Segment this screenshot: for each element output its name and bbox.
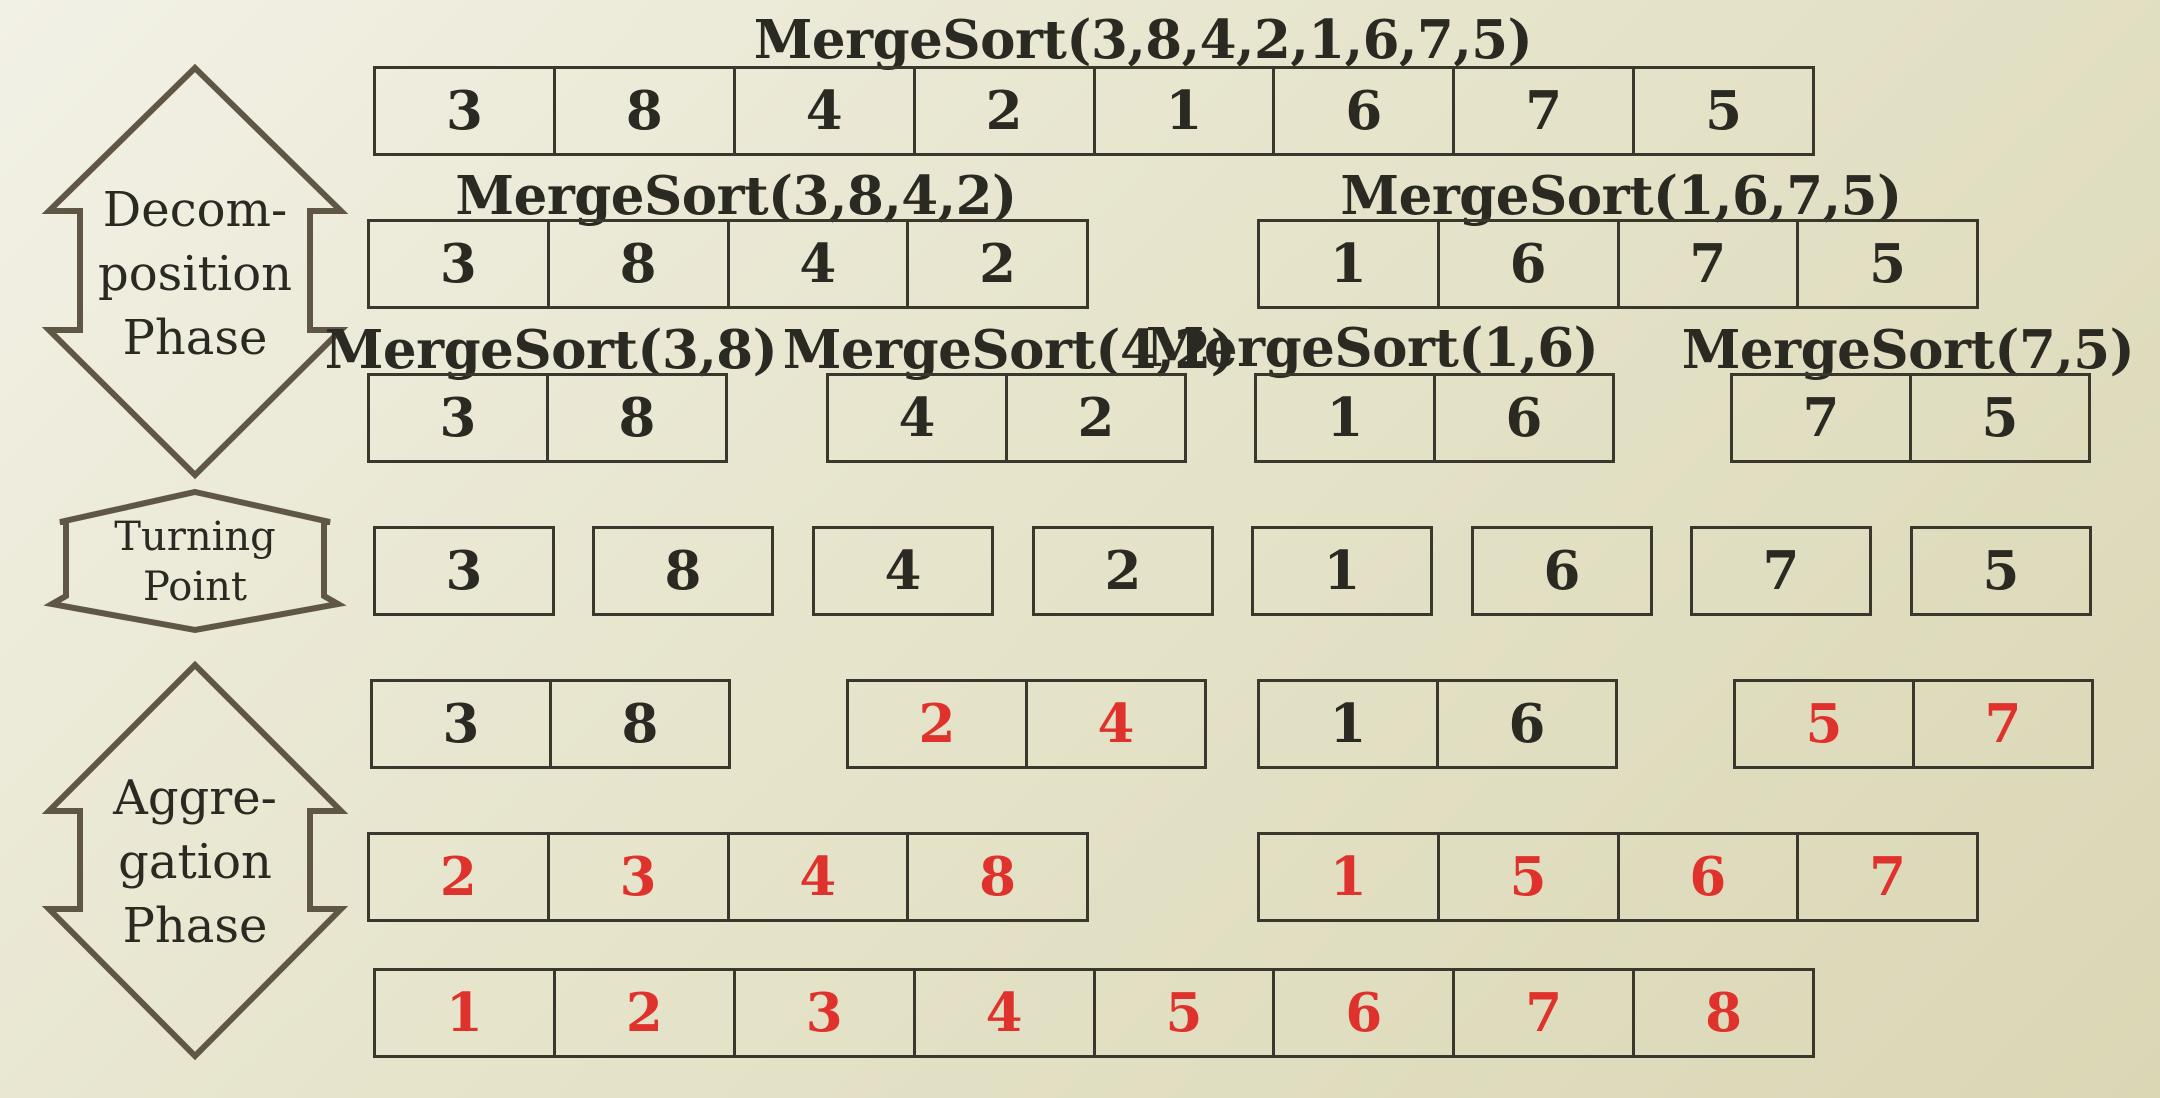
array-cell: 2	[849, 682, 1028, 766]
single-cell: 1	[1251, 526, 1433, 616]
array-cell: 7	[1455, 971, 1636, 1055]
left-half-call-label: MergeSort(3,8,4,2)	[455, 165, 1017, 227]
aggregation-phase-label: Aggre- gation Phase	[113, 770, 277, 954]
q1-array: 3 8	[367, 373, 728, 463]
array-cell: 8	[550, 222, 730, 306]
single-cell: 5	[1910, 526, 2092, 616]
root-array: 3 8 4 2 1 6 7 5	[373, 66, 1815, 156]
array-cell: 5	[1736, 682, 1915, 766]
array-cell: 3	[370, 222, 550, 306]
array-cell: 2	[556, 971, 736, 1055]
array-cell: 7	[1455, 69, 1636, 153]
array-cell: 5	[1869, 233, 1907, 295]
array-cell: 5	[1440, 835, 1620, 919]
array-cell: 6	[1508, 693, 1546, 755]
array-cell: 1	[1260, 682, 1439, 766]
left-half-array: 3 8 4 2	[367, 219, 1089, 309]
decomposition-phase-label: Decom- position Phase	[97, 182, 293, 366]
merge-pair-array: 3 8	[370, 679, 731, 769]
array-cell: 8	[621, 693, 659, 755]
array-cell: 4	[730, 835, 910, 919]
q2-call-label: MergeSort(4,2)	[782, 319, 1236, 381]
single-cell: 8	[592, 526, 774, 616]
array-cell: 2	[916, 69, 1096, 153]
merge-half-array: 2 3 4 8	[367, 832, 1089, 922]
root-call-label: MergeSort(3,8,4,2,1,6,7,5)	[753, 9, 1533, 71]
array-cell: 1	[376, 971, 556, 1055]
array-cell: 7	[1733, 376, 1912, 460]
array-cell: 2	[1077, 387, 1115, 449]
array-cell: 6	[1275, 69, 1456, 153]
array-cell: 6	[1275, 971, 1456, 1055]
array-cell: 3	[376, 69, 556, 153]
array-cell: 4	[730, 222, 910, 306]
single-cell: 6	[1471, 526, 1653, 616]
q1-call-label: MergeSort(3,8)	[324, 319, 778, 381]
q2-array: 4 2	[826, 373, 1187, 463]
right-half-call-label: MergeSort(1,6,7,5)	[1340, 165, 1902, 227]
array-cell: 3	[373, 682, 552, 766]
q3-call-label: MergeSort(1,6)	[1145, 317, 1599, 379]
decomposition-phase-shape	[41, 63, 349, 480]
array-cell: 3	[370, 376, 549, 460]
merge-pair-array: 2 4	[846, 679, 1207, 769]
turning-point-label: Turning Point	[114, 514, 276, 610]
phase-shapes	[41, 63, 349, 1061]
merge-pair-array: 5 7	[1733, 679, 2094, 769]
array-cell: 6	[1440, 222, 1620, 306]
array-cell: 3	[550, 835, 730, 919]
single-cell: 2	[1032, 526, 1214, 616]
final-sorted-array: 1 2 3 4 5 6 7 8	[373, 968, 1815, 1058]
single-cell: 3	[373, 526, 555, 616]
array-cell: 8	[556, 69, 736, 153]
turning-point-shape	[43, 488, 347, 634]
array-cell: 8	[1705, 982, 1742, 1044]
array-cell: 2	[979, 233, 1017, 295]
array-cell: 5	[1981, 387, 2019, 449]
array-cell: 1	[1260, 222, 1440, 306]
array-cell: 4	[1097, 693, 1135, 755]
array-cell: 5	[1096, 971, 1276, 1055]
right-half-array: 1 6 7 5	[1257, 219, 1979, 309]
array-cell: 7	[1984, 693, 2022, 755]
array-cell: 3	[736, 971, 916, 1055]
merge-pair-array: 1 6	[1257, 679, 1618, 769]
single-cell: 7	[1690, 526, 1872, 616]
array-cell: 2	[370, 835, 550, 919]
q4-array: 7 5	[1730, 373, 2091, 463]
array-cell: 1	[1096, 69, 1276, 153]
aggregation-phase-shape	[41, 660, 349, 1061]
array-cell: 1	[1260, 835, 1440, 919]
array-cell: 4	[916, 971, 1096, 1055]
array-cell: 5	[1705, 80, 1742, 142]
array-cell: 4	[736, 69, 916, 153]
array-cell: 4	[829, 376, 1008, 460]
array-cell: 6	[1620, 835, 1800, 919]
array-cell: 8	[618, 387, 656, 449]
array-cell: 6	[1505, 387, 1543, 449]
array-cell: 1	[1257, 376, 1436, 460]
array-cell: 7	[1620, 222, 1800, 306]
array-cell: 8	[979, 846, 1017, 908]
q4-call-label: MergeSort(7,5)	[1681, 319, 2135, 381]
merge-half-array: 1 5 6 7	[1257, 832, 1979, 922]
q3-array: 1 6	[1254, 373, 1615, 463]
array-cell: 7	[1869, 846, 1907, 908]
single-cell: 4	[812, 526, 994, 616]
